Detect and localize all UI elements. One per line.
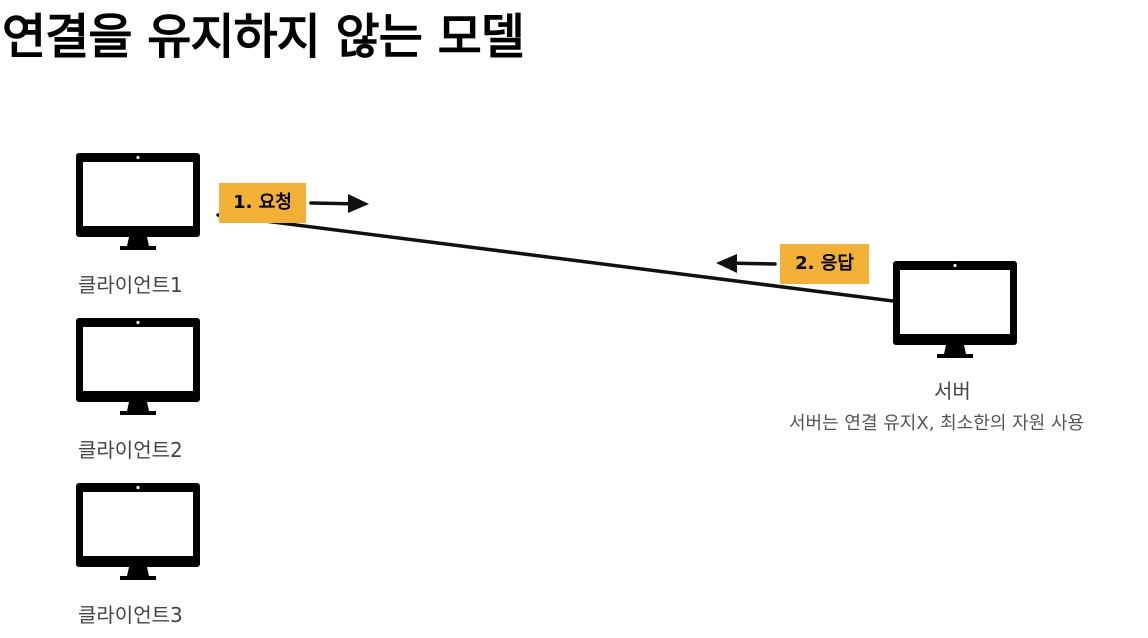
client-1-monitor-icon [76, 153, 202, 251]
client-1-label: 클라이언트1 [78, 273, 183, 297]
server-monitor-icon [893, 261, 1019, 359]
response-tag: 2. 응답 [780, 244, 869, 284]
request-tag: 1. 요청 [219, 183, 306, 223]
client-3-label: 클라이언트3 [78, 603, 183, 627]
client-3-monitor-icon [76, 483, 202, 581]
response-arrow-icon [716, 254, 777, 273]
server-label: 서버 [934, 379, 971, 403]
server-note: 서버는 연결 유지X, 최소한의 자원 사용 [789, 413, 1085, 434]
connection-line [216, 213, 895, 303]
request-arrow-icon [309, 194, 369, 213]
client-2-monitor-icon [76, 318, 202, 416]
page-title: 연결을 유지하지 않는 모델 [2, 9, 525, 65]
client-2-label: 클라이언트2 [78, 438, 183, 462]
